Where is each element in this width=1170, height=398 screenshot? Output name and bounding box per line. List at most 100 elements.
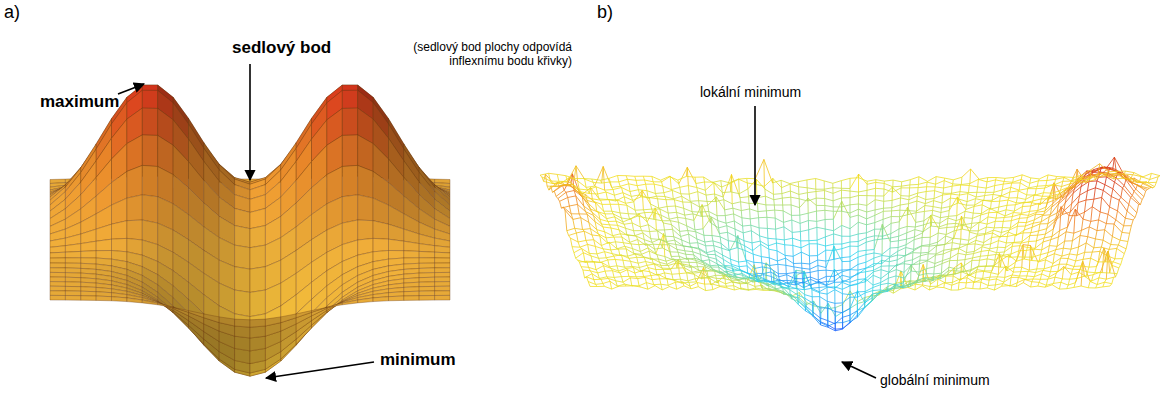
mesh-line bbox=[676, 282, 677, 289]
surface-cell bbox=[435, 272, 450, 277]
mesh-line bbox=[1094, 247, 1102, 248]
mesh-line bbox=[915, 286, 922, 290]
mesh-line bbox=[997, 277, 1004, 278]
surface-cell bbox=[419, 296, 434, 301]
mesh-line bbox=[614, 256, 616, 259]
surface-cell bbox=[250, 245, 265, 269]
mesh-line bbox=[658, 259, 666, 261]
mesh-line bbox=[705, 284, 706, 291]
mesh-line bbox=[1101, 247, 1109, 249]
mesh-line bbox=[941, 264, 942, 274]
mesh-line bbox=[598, 271, 605, 273]
surface-cell bbox=[235, 336, 250, 351]
mesh-line bbox=[581, 267, 588, 268]
mesh-line bbox=[1115, 248, 1117, 258]
surface-cell bbox=[435, 258, 450, 263]
mesh-line bbox=[676, 263, 677, 268]
mesh-line bbox=[835, 312, 843, 313]
mesh-line bbox=[623, 260, 625, 267]
mesh-line bbox=[835, 290, 843, 294]
surface-cell bbox=[419, 277, 434, 282]
surface-cell bbox=[435, 291, 450, 296]
mesh-line bbox=[647, 264, 655, 265]
surface-cell bbox=[404, 251, 419, 258]
mesh-line bbox=[957, 260, 958, 269]
mesh-line bbox=[597, 252, 605, 254]
mesh-line bbox=[1088, 281, 1090, 287]
surface-cell bbox=[81, 291, 96, 296]
mesh-line bbox=[944, 288, 951, 291]
mesh-line bbox=[1062, 254, 1070, 256]
mesh-line bbox=[944, 283, 945, 288]
mesh-line bbox=[1043, 270, 1051, 271]
surface-cell bbox=[235, 319, 250, 327]
surface-cell bbox=[65, 273, 80, 278]
mesh-line bbox=[600, 260, 608, 263]
mesh-line bbox=[1067, 264, 1075, 266]
surface-cell bbox=[127, 195, 142, 221]
mesh-line bbox=[1052, 285, 1059, 289]
mesh-line bbox=[679, 273, 686, 274]
mesh-line bbox=[695, 279, 696, 282]
mesh-line bbox=[620, 273, 622, 277]
mesh-line bbox=[1020, 272, 1021, 276]
mesh-line bbox=[638, 263, 639, 267]
mesh-line bbox=[1121, 259, 1123, 265]
mesh-line bbox=[951, 285, 952, 290]
mesh-line bbox=[955, 271, 963, 274]
mesh-line bbox=[843, 323, 850, 329]
mesh-line bbox=[572, 247, 574, 253]
mesh-line bbox=[1033, 255, 1041, 258]
surface-cell bbox=[235, 226, 250, 248]
mesh-line bbox=[975, 278, 982, 279]
surface-cell bbox=[404, 296, 419, 301]
mesh-line bbox=[668, 282, 675, 285]
mesh-line bbox=[669, 287, 676, 290]
mesh-line bbox=[708, 275, 715, 277]
mesh-line bbox=[681, 279, 688, 281]
mesh-line bbox=[662, 287, 669, 290]
mesh-line bbox=[583, 270, 585, 278]
mesh-line bbox=[1113, 259, 1115, 262]
surface-cell bbox=[50, 282, 65, 287]
mesh-line bbox=[652, 279, 659, 280]
surface-cell bbox=[65, 296, 80, 301]
mesh-line bbox=[603, 281, 610, 283]
mesh-line bbox=[687, 273, 688, 281]
surface-cell bbox=[373, 238, 388, 251]
surface-cell bbox=[142, 90, 157, 108]
mesh-line bbox=[1092, 248, 1094, 252]
mesh-line bbox=[1079, 243, 1087, 247]
mesh-line bbox=[1105, 282, 1112, 284]
surface-cell bbox=[358, 195, 373, 221]
mesh-line bbox=[966, 288, 973, 289]
mesh-line bbox=[1044, 260, 1045, 269]
mesh-line bbox=[617, 266, 625, 267]
mesh-line bbox=[693, 272, 701, 273]
surface-cell bbox=[81, 251, 96, 258]
mesh-line bbox=[1070, 279, 1077, 280]
mesh-line bbox=[713, 287, 720, 290]
mesh-line bbox=[1073, 267, 1075, 270]
mesh-line bbox=[663, 269, 664, 273]
mesh-line bbox=[637, 257, 638, 263]
mesh-line bbox=[605, 271, 607, 277]
surface-cell bbox=[419, 291, 434, 296]
mesh-line bbox=[1044, 267, 1052, 269]
mesh-line bbox=[1077, 276, 1084, 278]
mesh-line bbox=[1061, 279, 1062, 282]
mesh-line bbox=[1086, 237, 1088, 243]
surface-cell bbox=[65, 286, 80, 291]
mesh-line bbox=[1074, 261, 1076, 267]
mesh-line bbox=[691, 287, 698, 289]
surface-cell bbox=[373, 221, 388, 240]
mesh-line bbox=[988, 280, 989, 285]
mesh-line bbox=[612, 286, 619, 289]
surface-cell bbox=[342, 195, 357, 223]
mesh-line bbox=[934, 267, 935, 274]
mesh-line bbox=[1099, 278, 1106, 279]
mesh-line bbox=[953, 276, 954, 282]
mesh-line bbox=[646, 262, 654, 264]
mesh-line bbox=[623, 278, 630, 282]
surface-cell bbox=[65, 268, 80, 273]
